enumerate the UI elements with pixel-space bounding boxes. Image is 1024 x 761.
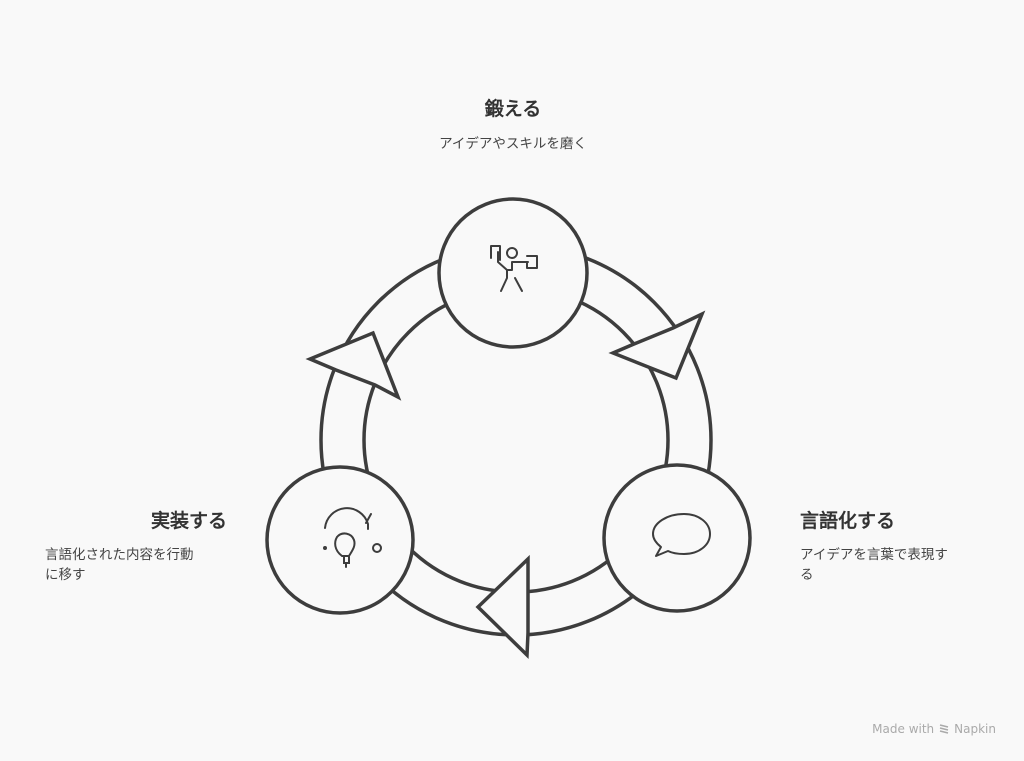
node-title-right: 言語化する — [800, 510, 896, 532]
node-description-left: 言語化された内容を行動 に移す — [45, 545, 194, 585]
speech-bubble-icon — [652, 513, 711, 557]
description-line: アイデアを言葉で表現す — [800, 547, 948, 563]
lightbulb-icon — [323, 507, 382, 568]
made-with-napkin[interactable]: Made with Napkin — [872, 722, 996, 736]
node-circle-right — [602, 463, 752, 613]
arrowhead-bottom — [475, 554, 530, 659]
node-circle-left — [265, 465, 415, 615]
made-with-label: Made with — [872, 722, 935, 736]
node-title-top: 鍛える — [484, 98, 542, 120]
description-line: に移す — [45, 567, 86, 583]
node-description-top: アイデアやスキルを磨く — [439, 136, 587, 152]
node-circle-top — [437, 197, 589, 349]
napkin-brand: Napkin — [954, 722, 996, 736]
node-title-left: 実装する — [150, 510, 227, 532]
description-line: 言語化された内容を行動 — [45, 547, 194, 563]
description-line: る — [800, 567, 814, 583]
node-description-right: アイデアを言葉で表現す る — [800, 545, 948, 585]
napkin-logo-icon — [939, 724, 949, 734]
arrowhead-left — [305, 330, 402, 401]
arrowhead-right — [608, 310, 706, 381]
person-with-papers-icon — [490, 245, 538, 292]
